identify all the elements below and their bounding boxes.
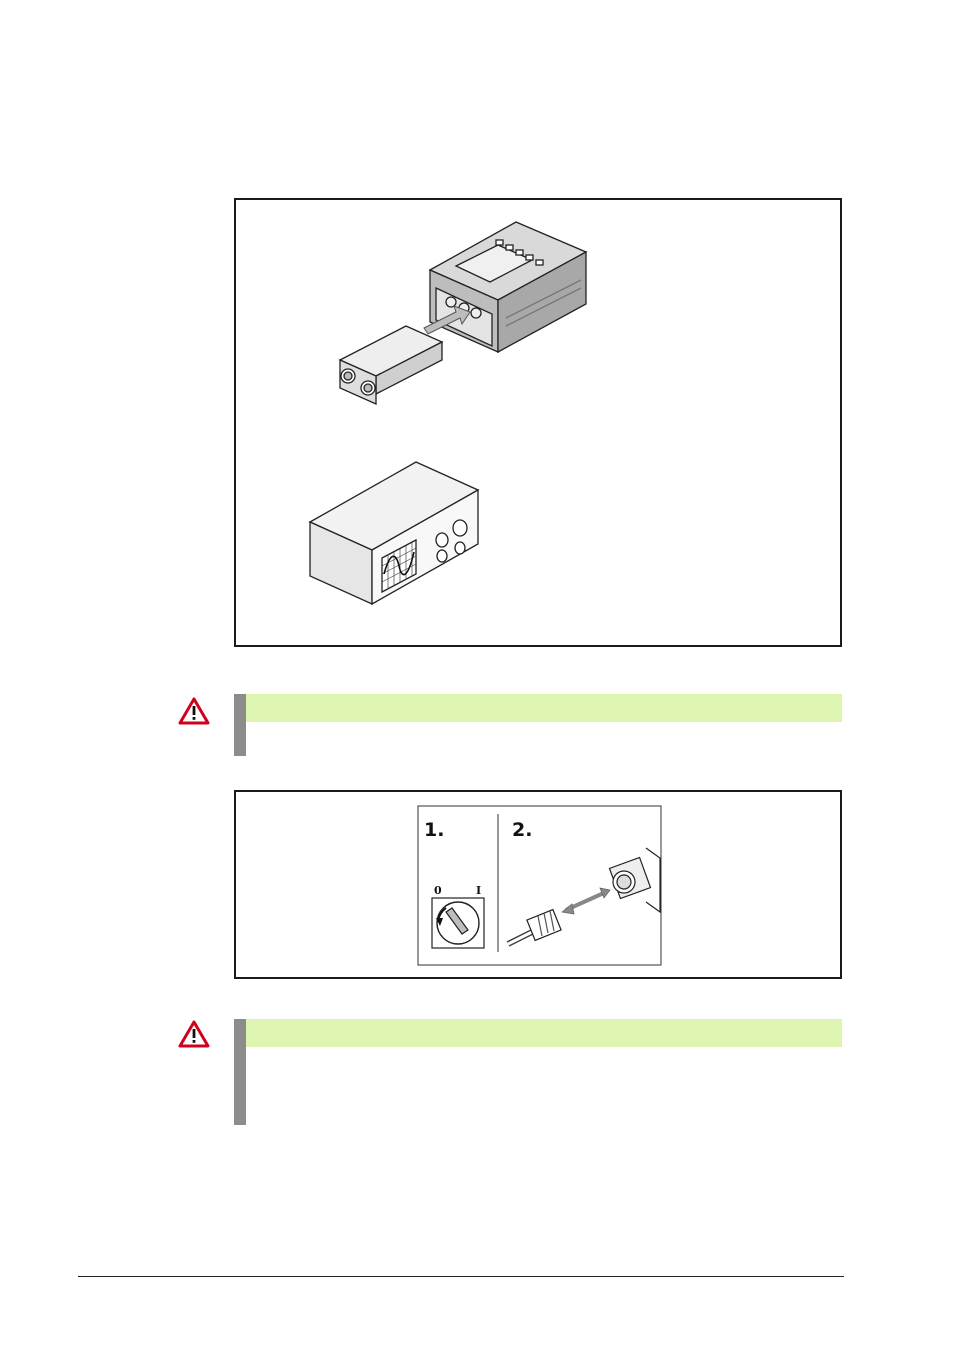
connection-steps-illustration: 1. 2. 0 I — [417, 805, 662, 966]
power-switch-icon: 0 I — [431, 884, 485, 949]
warning-notice-2 — [234, 1019, 842, 1125]
step-2-label: 2. — [512, 819, 532, 841]
switch-on-label: I — [476, 884, 481, 897]
instrument-housing — [428, 221, 588, 354]
footer-divider — [78, 1276, 844, 1277]
cable-connector-icon — [506, 847, 661, 947]
device-assembly-illustration — [308, 221, 588, 606]
warning-notice-1 — [234, 694, 842, 756]
step-1-label: 1. — [424, 819, 444, 841]
plug-in-module — [338, 325, 444, 406]
oscilloscope — [308, 461, 480, 606]
warning-side-bar — [234, 1019, 246, 1125]
warning-triangle-icon — [178, 1020, 210, 1048]
insert-arrow — [423, 305, 471, 335]
warning-triangle-icon — [178, 697, 210, 725]
warning-header-bar — [246, 694, 842, 722]
warning-header-bar — [246, 1019, 842, 1047]
figure-device-assembly — [234, 198, 842, 647]
warning-side-bar — [234, 694, 246, 756]
figure-connection-steps: 1. 2. 0 I — [234, 790, 842, 979]
switch-off-label: 0 — [434, 884, 442, 897]
